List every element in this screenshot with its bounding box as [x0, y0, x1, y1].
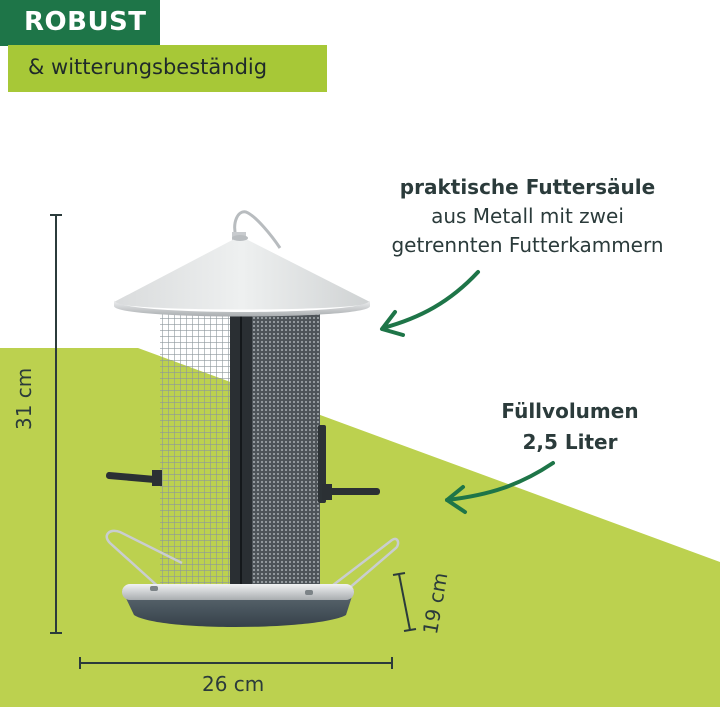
- arrow-icon-feature2: [445, 461, 555, 514]
- volume-title: Füllvolumen: [501, 399, 639, 423]
- header-title: ROBUST: [24, 7, 147, 37]
- feature-column-line2: aus Metall mit zwei: [431, 204, 624, 228]
- feature-annotation-volume: Füllvolumen 2,5 Liter: [470, 396, 670, 458]
- bird-feeder-image: [105, 210, 400, 628]
- arrow-icon-feature1: [380, 270, 480, 337]
- width-dimension-label: 26 cm: [202, 672, 265, 696]
- volume-value: 2,5 Liter: [522, 430, 618, 454]
- height-dimension-line: [50, 214, 62, 634]
- height-dimension-label: 31 cm: [12, 367, 36, 430]
- robust-badge: ROBUST: [0, 0, 160, 46]
- feature-column-title: praktische Futtersäule: [399, 175, 656, 199]
- feature-annotation-column: praktische Futtersäule aus Metall mit zw…: [355, 173, 700, 260]
- width-dimension-line: [79, 657, 393, 669]
- feature-column-line3: getrennten Futterkammern: [391, 233, 664, 257]
- weatherproof-badge: & witterungsbeständig: [8, 45, 327, 92]
- tray-dimension-line: [392, 572, 417, 632]
- header-subtitle: & witterungsbeständig: [28, 55, 268, 79]
